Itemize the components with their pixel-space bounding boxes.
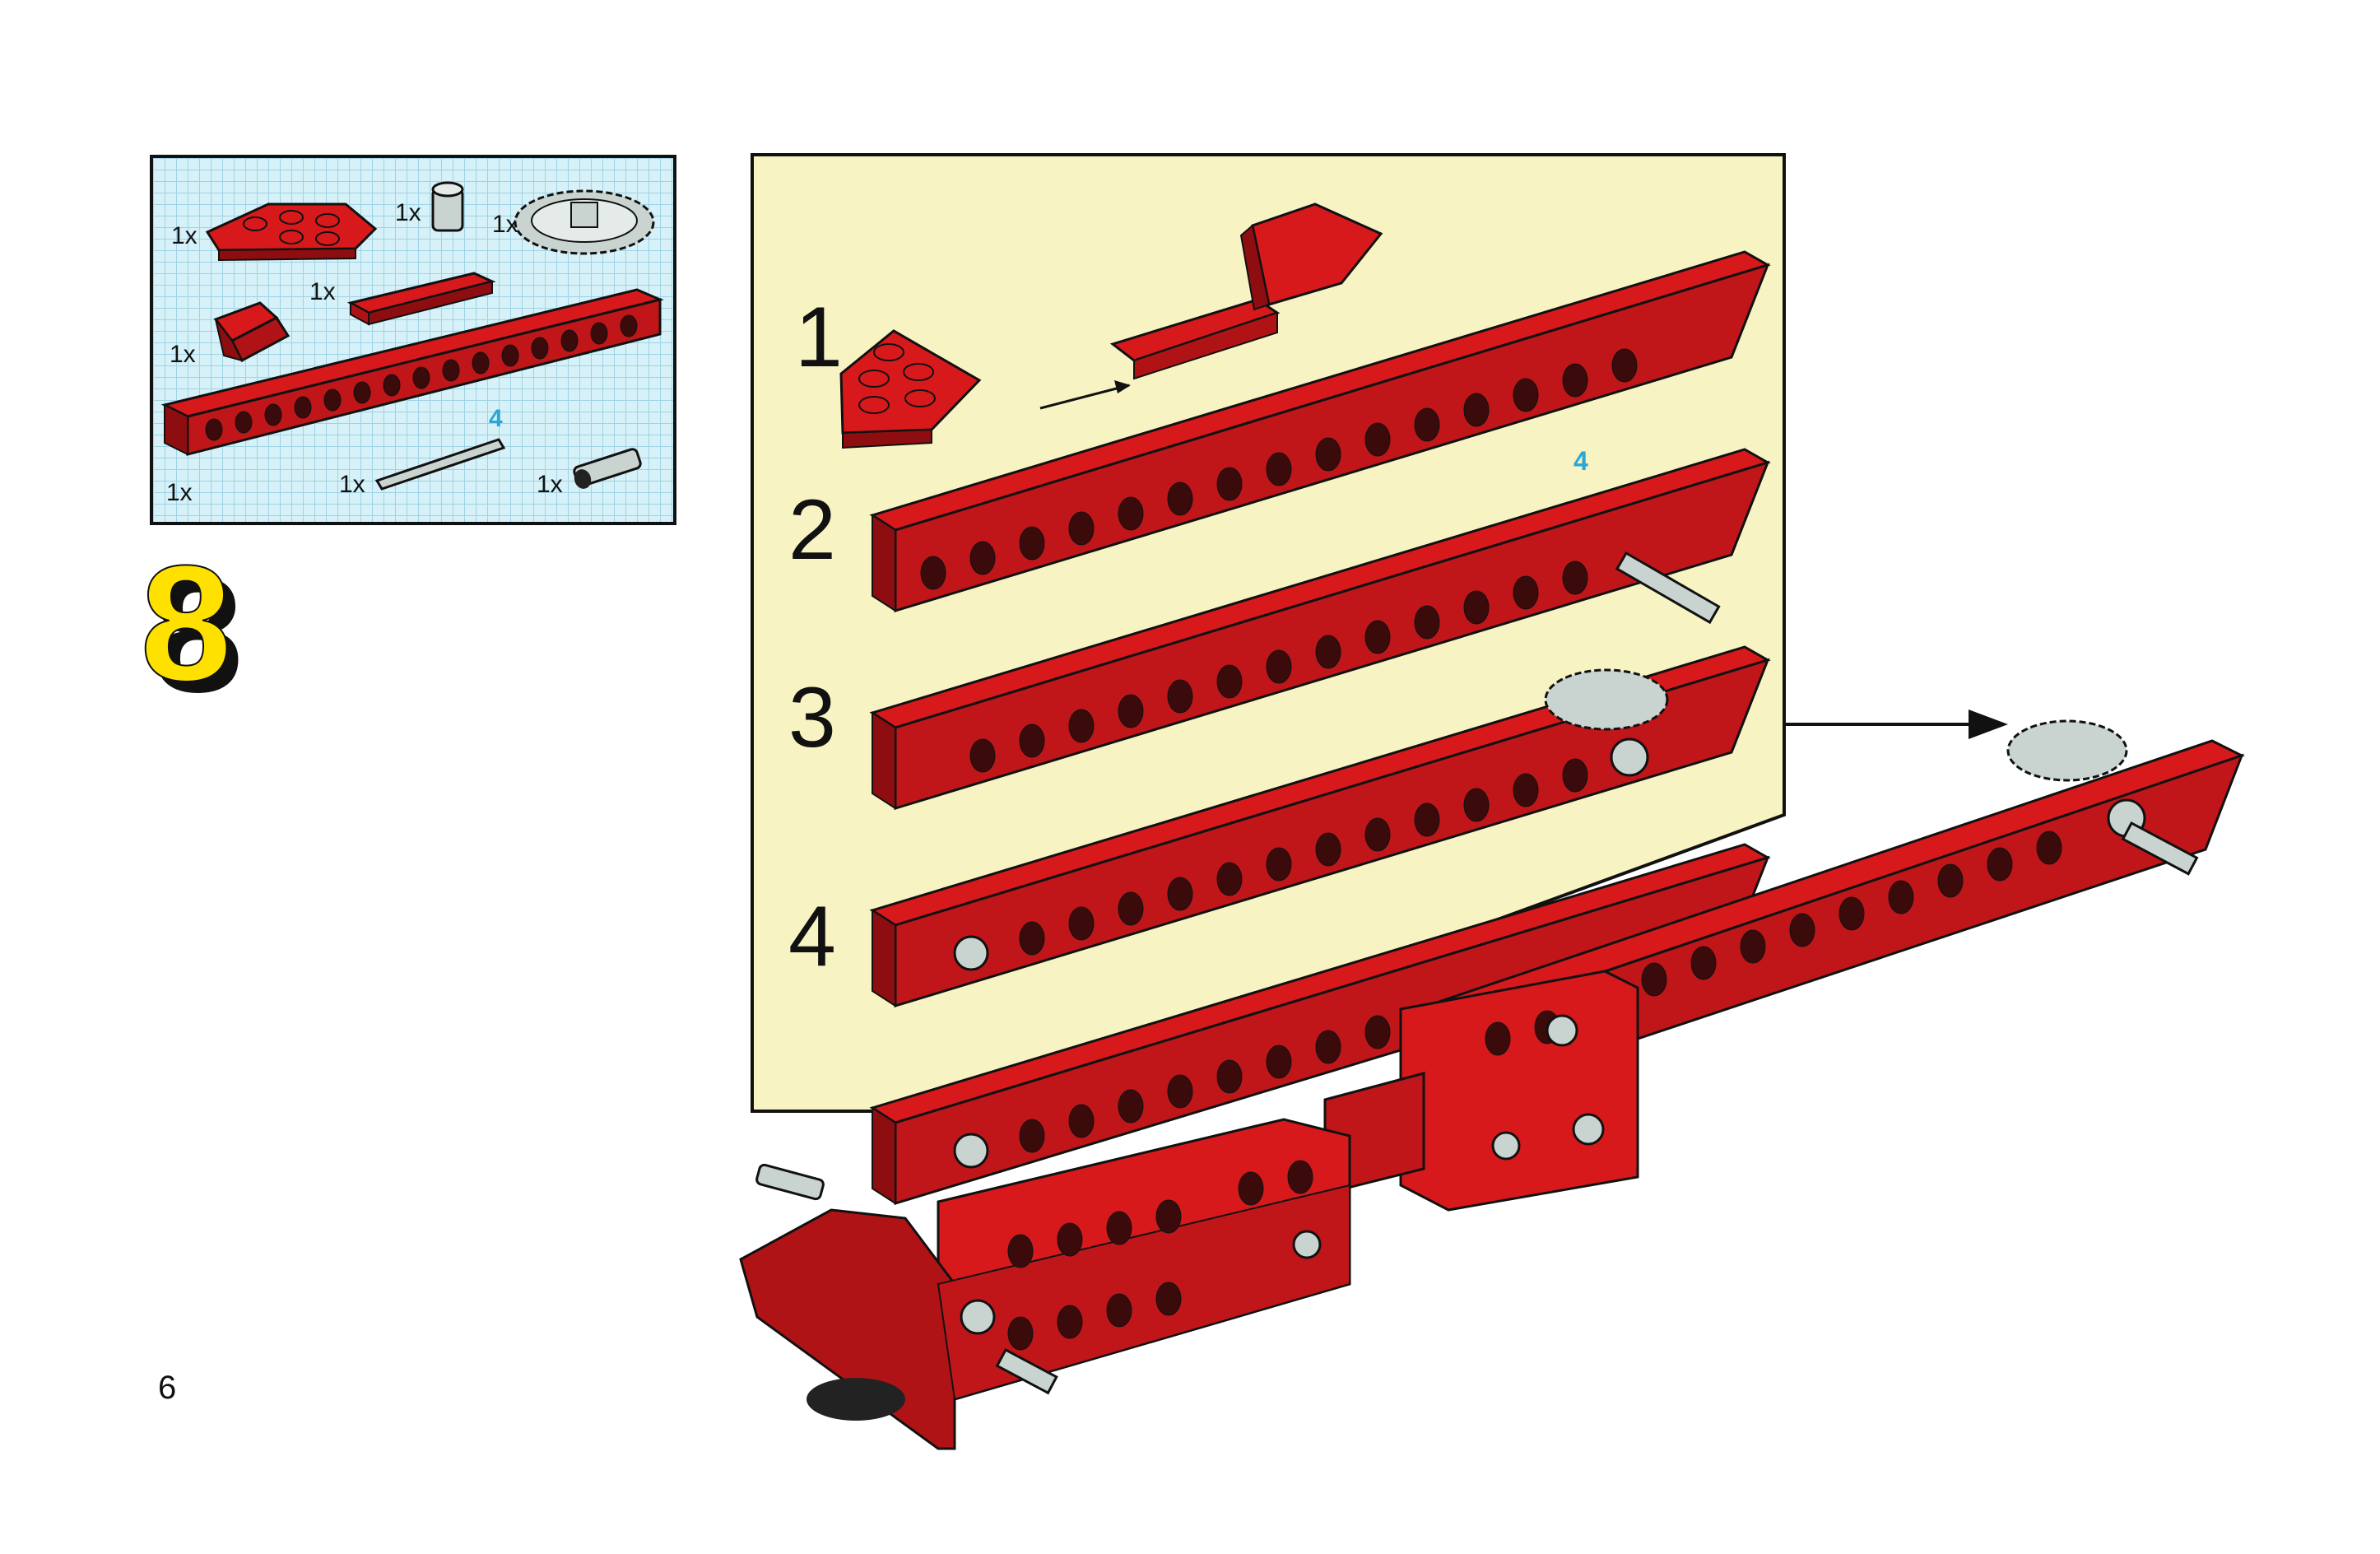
peg-icon: [755, 1164, 824, 1200]
peg-icon: [1547, 1016, 1577, 1045]
peg-icon: [1493, 1133, 1519, 1159]
peg-icon: [961, 1300, 994, 1333]
page-number: 6: [158, 1370, 176, 1407]
gear-icon: [2008, 721, 2127, 780]
peg-icon: [1294, 1231, 1320, 1258]
wheel-shadow: [807, 1378, 905, 1421]
arrow-icon: [1786, 710, 2008, 739]
peg-icon: [1573, 1114, 1603, 1144]
chassis-assembly: [741, 971, 1638, 1449]
